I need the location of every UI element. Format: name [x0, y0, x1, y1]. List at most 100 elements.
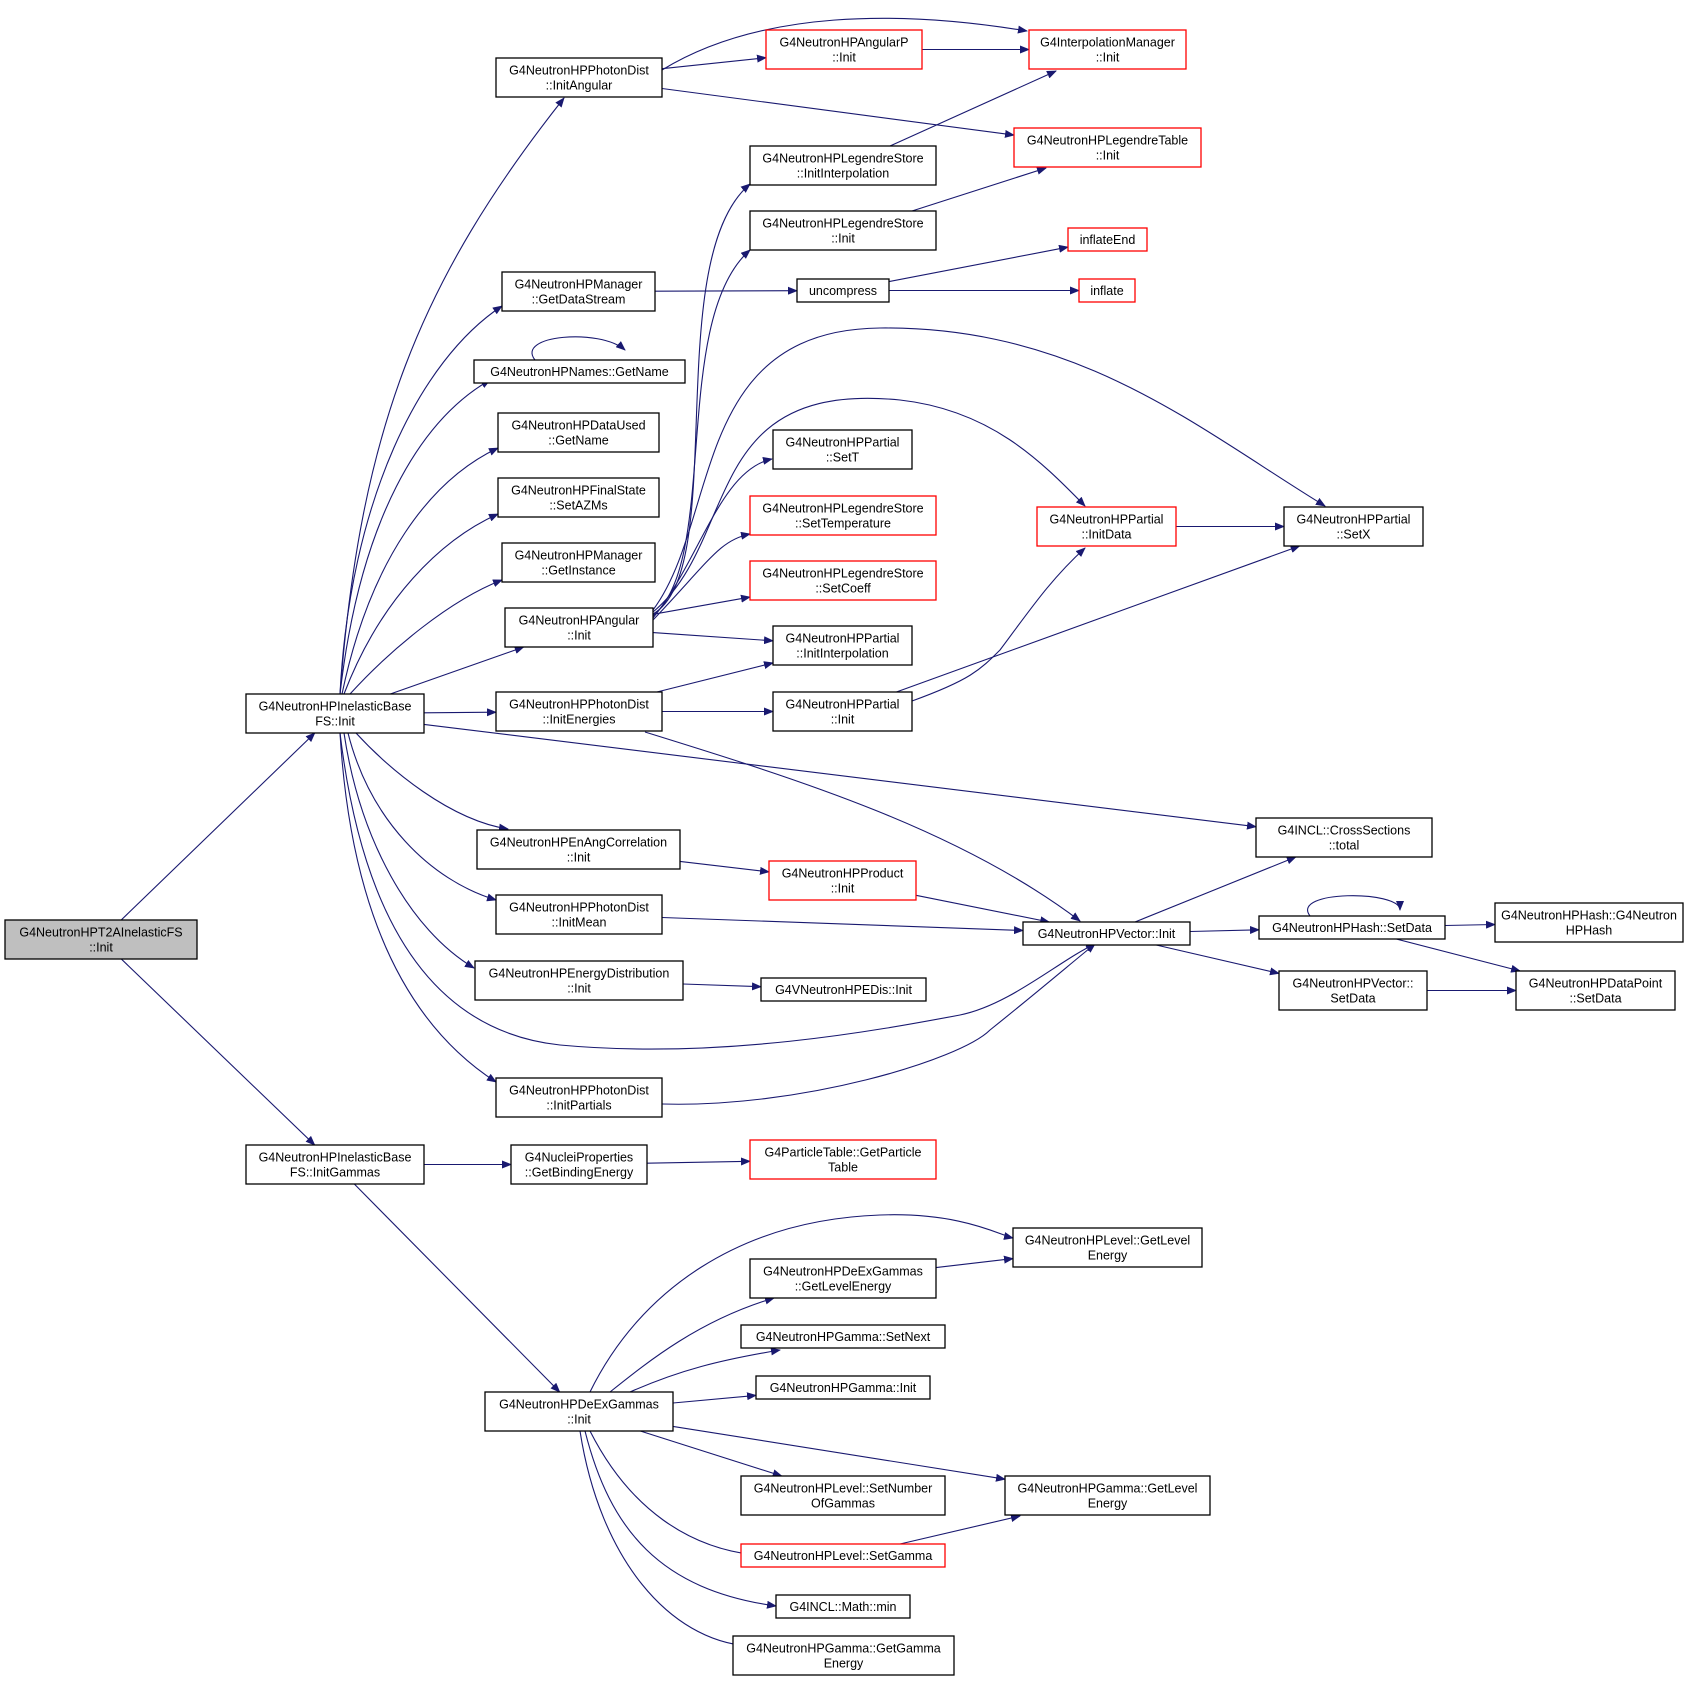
- node-box: [495, 57, 663, 98]
- node-angp-init[interactable]: G4NeutronHPAngularP::Init: [765, 29, 923, 70]
- node-box: [749, 210, 937, 251]
- node-enang-init[interactable]: G4NeutronHPEnAngCorrelation::Init: [476, 829, 681, 870]
- node-dex-getlevelenergy[interactable]: G4NeutronHPDeExGammas::GetLevelEnergy: [749, 1258, 937, 1299]
- node-level-setgamma[interactable]: G4NeutronHPLevel::SetGamma: [740, 1543, 946, 1568]
- node-label-line: G4NeutronHPHash::G4Neutron: [1501, 909, 1677, 923]
- node-label-line: G4NeutronHPInelasticBase: [259, 700, 412, 714]
- node-box: [772, 429, 913, 470]
- node-label-line: Energy: [824, 1657, 864, 1671]
- node-label-line: G4INCL::CrossSections: [1278, 824, 1411, 838]
- node-label-line: G4NeutronHPLegendreStore: [762, 152, 923, 166]
- node-dex-init[interactable]: G4NeutronHPDeExGammas::Init: [484, 1391, 674, 1432]
- node-box: [245, 1144, 425, 1185]
- node-box: [749, 495, 937, 536]
- node-names-getname[interactable]: G4NeutronHPNames::GetName: [473, 359, 686, 384]
- node-label-line: G4NeutronHPPartial: [1297, 513, 1411, 527]
- node-box: [765, 29, 923, 70]
- edge-hash_setdata-to-hash_ctor: [1444, 920, 1496, 929]
- node-nuclei-getbinding[interactable]: G4NucleiProperties::GetBindingEnergy: [510, 1144, 648, 1185]
- node-legstore-init[interactable]: G4NeutronHPLegendreStore::Init: [749, 210, 937, 251]
- node-hash-ctor[interactable]: G4NeutronHPHash::G4NeutronHPHash: [1494, 902, 1684, 943]
- node-incl-total[interactable]: G4INCL::CrossSections::total: [1255, 817, 1433, 858]
- node-legstore-settemp[interactable]: G4NeutronHPLegendreStore::SetTemperature: [749, 495, 937, 536]
- node-legstore-initinterp[interactable]: G4NeutronHPLegendreStore::InitInterpolat…: [749, 145, 937, 186]
- node-uncompress[interactable]: uncompress: [796, 278, 890, 303]
- node-box: [1255, 817, 1433, 858]
- node-inflate[interactable]: inflate: [1078, 278, 1136, 303]
- edge-angular_init-to-legstore_init: [652, 249, 751, 617]
- node-pd-initangular[interactable]: G4NeutronHPPhotonDist::InitAngular: [495, 57, 663, 98]
- edge-base_init-to-pd_initmean: [347, 732, 497, 902]
- node-label-line: G4NeutronHPAngularP: [779, 36, 908, 50]
- edge-dex_init-to-gamma_setnext: [629, 1347, 781, 1393]
- edge-product_init-to-vector_init: [915, 894, 1051, 925]
- node-partial-initinterp[interactable]: G4NeutronHPPartial::InitInterpolation: [772, 625, 913, 666]
- edge-pd_initangular-to-legtable_init: [661, 87, 1015, 138]
- node-label-line: ::Init: [567, 851, 591, 865]
- node-box: [1258, 915, 1446, 940]
- node-incl-min[interactable]: G4INCL::Math::min: [775, 1594, 911, 1619]
- edge-level_setgamma-to-gamma_getlevelenergy: [899, 1514, 1021, 1545]
- node-label-line: ::InitInterpolation: [797, 167, 889, 181]
- node-dataused-getname[interactable]: G4NeutronHPDataUsed::GetName: [497, 412, 660, 453]
- node-gamma-init[interactable]: G4NeutronHPGamma::Init: [755, 1375, 931, 1400]
- node-partial-init[interactable]: G4NeutronHPPartial::Init: [772, 691, 913, 732]
- node-level-getlevelenergy[interactable]: G4NeutronHPLevel::GetLevelEnergy: [1012, 1227, 1203, 1268]
- node-vdis-init[interactable]: G4VNeutronHPEDis::Init: [760, 977, 927, 1002]
- node-label-line: G4NeutronHPVector::Init: [1038, 927, 1176, 941]
- node-pd-initmean[interactable]: G4NeutronHPPhotonDist::InitMean: [495, 894, 663, 935]
- node-box: [775, 1594, 911, 1619]
- edge-pd_initmean-to-vector_init: [661, 916, 1024, 935]
- node-finalstate-setazms[interactable]: G4NeutronHPFinalState::SetAZMs: [497, 477, 660, 518]
- node-vector-init[interactable]: G4NeutronHPVector::Init: [1022, 921, 1191, 946]
- node-gamma-getlevelenergy[interactable]: G4NeutronHPGamma::GetLevelEnergy: [1004, 1475, 1211, 1516]
- node-partial-sett[interactable]: G4NeutronHPPartial::SetT: [772, 429, 913, 470]
- edge-base_init-to-pd_initenergies: [423, 708, 497, 717]
- edge-pd_initenergies-to-partial_initinterp: [656, 661, 774, 693]
- node-pd-initenergies[interactable]: G4NeutronHPPhotonDist::InitEnergies: [495, 691, 663, 732]
- node-box: [768, 860, 917, 901]
- edge-dex_init-to-level_setnumber: [640, 1430, 783, 1478]
- edge-names_getname-to-names_getname: [531, 336, 626, 361]
- node-hash-setdata[interactable]: G4NeutronHPHash::SetData: [1258, 915, 1446, 940]
- node-box: [760, 977, 927, 1002]
- node-root[interactable]: G4NeutronHPT2AInelasticFS::Init: [4, 919, 198, 960]
- node-angular-init[interactable]: G4NeutronHPAngular::Init: [504, 607, 654, 648]
- node-interp-init[interactable]: G4InterpolationManager::Init: [1028, 29, 1187, 70]
- node-label-line: G4NeutronHPDeExGammas: [763, 1265, 923, 1279]
- node-partial-setx[interactable]: G4NeutronHPPartial::SetX: [1283, 506, 1424, 547]
- node-legstore-setcoeff[interactable]: G4NeutronHPLegendreStore::SetCoeff: [749, 560, 937, 601]
- edge-dex_init-to-gamma_init: [672, 1392, 757, 1404]
- node-label-line: G4ParticleTable::GetParticle: [764, 1146, 921, 1160]
- node-mgr-getdatastream[interactable]: G4NeutronHPManager::GetDataStream: [501, 271, 656, 312]
- node-box: [1278, 970, 1428, 1011]
- node-label-line: ::Init: [831, 882, 855, 896]
- node-box: [504, 607, 654, 648]
- node-label-line: ::Init: [1096, 51, 1120, 65]
- edge-base_init-to-enang_init: [355, 732, 509, 832]
- node-label-line: ::GetLevelEnergy: [795, 1280, 892, 1294]
- node-pd-initpartials[interactable]: G4NeutronHPPhotonDist::InitPartials: [495, 1077, 663, 1118]
- node-label-line: ::InitInterpolation: [796, 647, 888, 661]
- edge-angular_init-to-partial_initdata: [652, 397, 1086, 613]
- node-label-line: G4NeutronHPGamma::GetLevel: [1018, 1482, 1198, 1496]
- node-datapoint-setdata[interactable]: G4NeutronHPDataPoint::SetData: [1515, 970, 1676, 1011]
- edge-dex_init-to-dex_getlevelenergy: [609, 1296, 775, 1393]
- node-product-init[interactable]: G4NeutronHPProduct::Init: [768, 860, 917, 901]
- node-gamma-setnext[interactable]: G4NeutronHPGamma::SetNext: [740, 1324, 946, 1349]
- node-vector-setdata[interactable]: G4NeutronHPVector::SetData: [1278, 970, 1428, 1011]
- node-label-line: G4NeutronHPInelasticBase: [259, 1151, 412, 1165]
- node-energydist-init[interactable]: G4NeutronHPEnergyDistribution::Init: [474, 960, 684, 1001]
- node-label-line: ::GetName: [548, 434, 608, 448]
- node-inflateend[interactable]: inflateEnd: [1067, 227, 1148, 252]
- node-box: [1283, 506, 1424, 547]
- node-partial-initdata[interactable]: G4NeutronHPPartial::InitData: [1036, 506, 1177, 547]
- node-legtable-init[interactable]: G4NeutronHPLegendreTable::Init: [1013, 127, 1202, 168]
- node-mgr-getinstance[interactable]: G4NeutronHPManager::GetInstance: [501, 542, 656, 583]
